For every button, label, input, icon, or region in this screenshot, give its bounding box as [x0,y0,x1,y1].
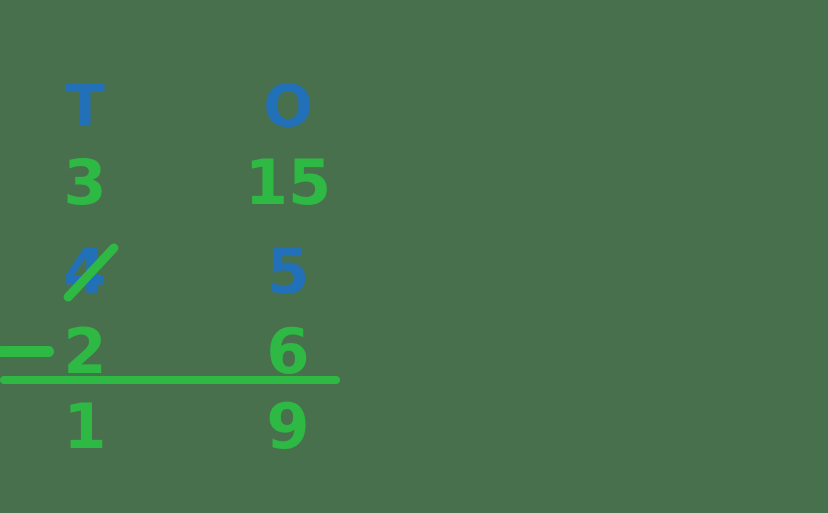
column-header-ones: O [263,72,313,140]
answer-ones-digit: 9 [266,390,310,463]
subtrahend-ones-digit: 6 [266,315,310,388]
minuend-ones-digit: 15 [244,146,332,219]
minuend-tens-digit: 3 [63,146,107,219]
subtrahend-tens-digit: 2 [63,315,107,388]
answer-rule-line [0,376,340,384]
answer-tens-digit: 1 [63,390,107,463]
minus-operator-icon [0,346,54,357]
regrouped-ones-digit: 5 [266,235,310,308]
column-header-tens: T [65,72,105,140]
